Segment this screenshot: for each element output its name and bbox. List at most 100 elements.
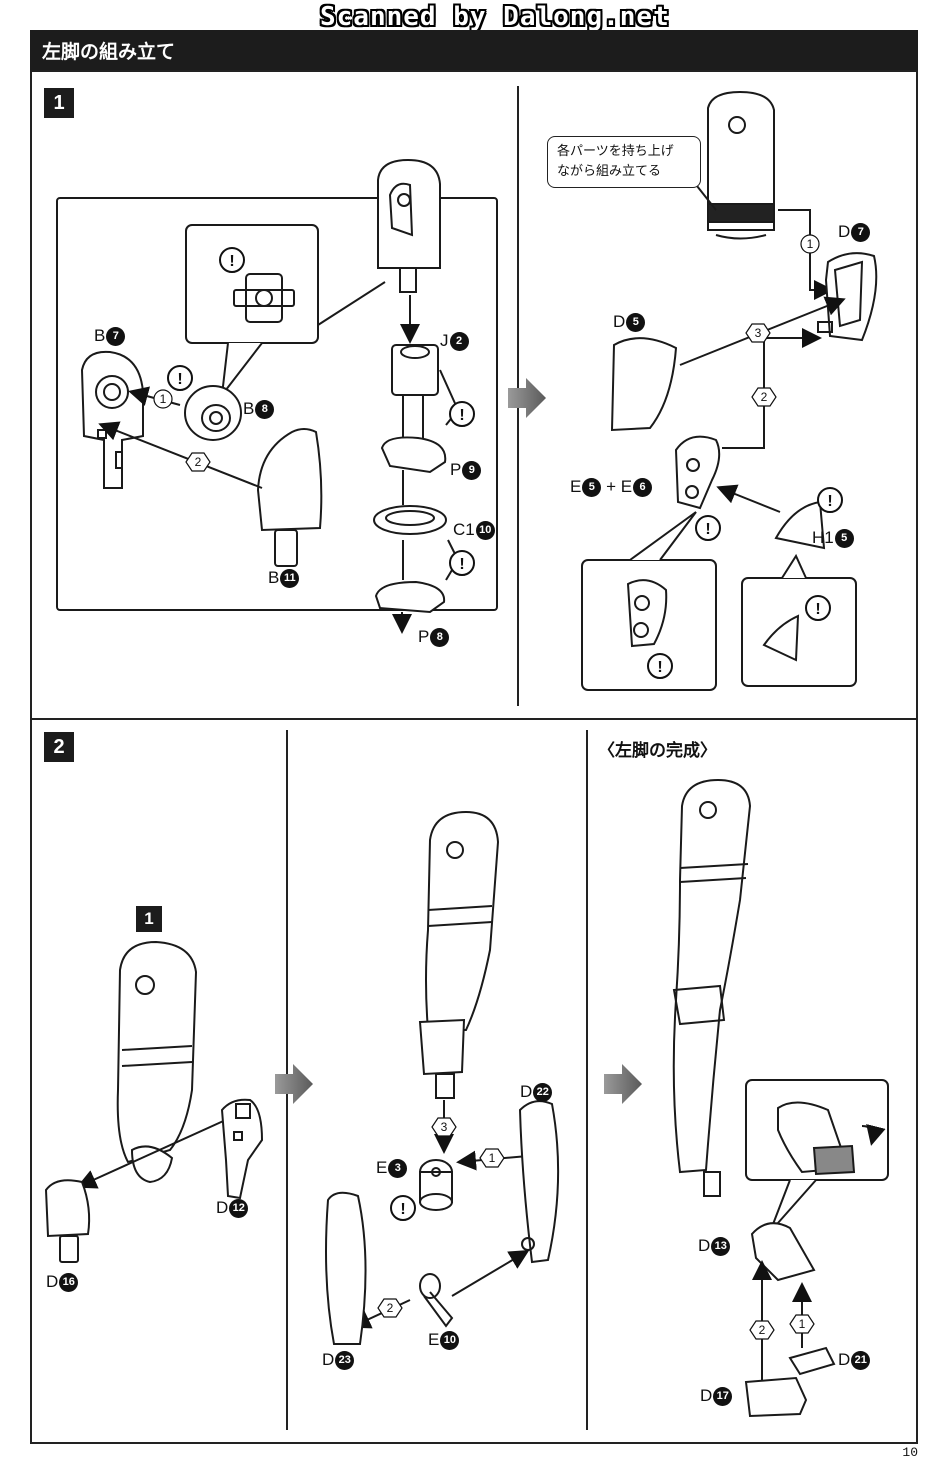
svg-text:!: ! <box>827 493 832 510</box>
step-2-panel <box>30 718 918 1444</box>
caution-icon: ! <box>390 1195 416 1221</box>
page-number: 10 <box>902 1445 918 1460</box>
order-2-d13: 2 <box>749 1320 775 1340</box>
order-1-d22: 1 <box>479 1148 505 1168</box>
next-step-arrow-icon <box>275 1064 313 1104</box>
part-b7 <box>80 350 144 489</box>
svg-text:!: ! <box>177 371 182 388</box>
step-2-divider-b <box>586 730 588 1430</box>
section-header: 左脚の組み立て <box>30 30 918 70</box>
detail-h-part <box>762 614 800 662</box>
svg-text:!: ! <box>657 659 662 676</box>
svg-text:!: ! <box>815 601 820 618</box>
part-d5 <box>610 337 678 432</box>
caution-icon: ! <box>167 365 193 391</box>
section-title: 左脚の組み立て <box>42 41 176 63</box>
detail-foot-part <box>777 1101 886 1176</box>
svg-text:!: ! <box>229 253 234 270</box>
svg-text:1: 1 <box>799 1317 806 1331</box>
step-1-number: 1 <box>44 88 74 118</box>
assembly-note-line-2: ながら組み立てる <box>557 164 662 179</box>
part-b8 <box>184 385 242 441</box>
assembly-note-line-1: 各パーツを持ち上げ <box>557 144 674 159</box>
detail-callout-ball <box>185 224 319 344</box>
part-e10 <box>419 1273 454 1328</box>
detail-box-foot <box>745 1079 889 1181</box>
part-d12 <box>220 1098 264 1200</box>
svg-text:3: 3 <box>755 326 762 340</box>
part-b11 <box>256 428 323 567</box>
part-d7 <box>817 252 878 342</box>
svg-text:2: 2 <box>387 1301 394 1315</box>
order-1-d21: 1 <box>789 1314 815 1334</box>
subassembly-frame <box>56 197 498 611</box>
ball-joint-detail-part <box>233 273 295 323</box>
svg-text:3: 3 <box>441 1120 448 1134</box>
part-c1-10 <box>373 505 447 535</box>
caution-icon: ! <box>449 401 475 427</box>
part-thigh-upper <box>377 158 441 293</box>
next-step-arrow-icon <box>604 1064 642 1104</box>
step-1-reference: 1 <box>136 906 162 932</box>
order-1-d7: 1 <box>800 234 820 254</box>
detail-e-part <box>626 579 668 648</box>
caution-icon: ! <box>805 595 831 621</box>
detail-box-h-part <box>741 577 857 687</box>
caution-icon: ! <box>647 653 673 679</box>
order-2-e: 2 <box>751 387 777 407</box>
part-p8 <box>374 580 446 614</box>
svg-text:1: 1 <box>160 392 167 406</box>
assembly-note-callout: 各パーツを持ち上げ ながら組み立てる <box>547 136 701 188</box>
note-leader <box>696 185 717 211</box>
part-d22 <box>518 1100 560 1264</box>
part-p9 <box>380 436 447 474</box>
part-e3 <box>419 1159 453 1211</box>
svg-text:1: 1 <box>807 237 814 251</box>
order-2-d23: 2 <box>377 1298 403 1318</box>
svg-text:!: ! <box>705 521 710 538</box>
leg-upper-view-a <box>116 940 198 1184</box>
order-3-e3: 3 <box>431 1117 457 1137</box>
caution-icon: ! <box>449 550 475 576</box>
scanner-watermark: Scanned by Dalong.net <box>320 2 670 32</box>
callout-leader <box>317 281 386 326</box>
completed-leg <box>672 778 752 1197</box>
svg-text:2: 2 <box>761 390 768 404</box>
leg-upper-view-b <box>418 810 500 1099</box>
part-thigh-upper-assembled <box>707 90 775 240</box>
part-d17 <box>744 1376 808 1418</box>
svg-text:1: 1 <box>489 1151 496 1165</box>
svg-text:2: 2 <box>759 1323 766 1337</box>
order-2-b11: 2 <box>185 452 211 472</box>
next-step-arrow-icon <box>508 378 546 418</box>
caution-icon: ! <box>219 247 245 273</box>
part-d21 <box>788 1346 836 1376</box>
svg-text:2: 2 <box>195 455 202 469</box>
svg-text:!: ! <box>400 1201 405 1218</box>
part-d16 <box>44 1179 91 1263</box>
part-e5-e6 <box>674 435 721 510</box>
caution-icon: ! <box>817 487 843 513</box>
part-d23 <box>325 1191 367 1345</box>
